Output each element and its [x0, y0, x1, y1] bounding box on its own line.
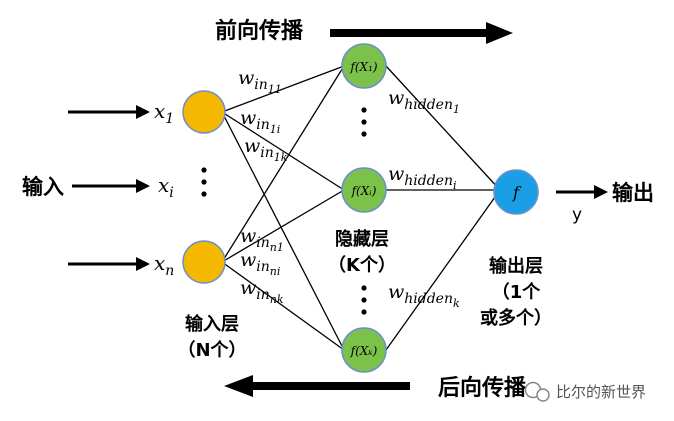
output-layer-label-2: （1个: [492, 281, 542, 303]
weight-hidden-1: whidden1: [388, 87, 460, 116]
weight-in-nk: winnk: [240, 277, 284, 306]
hidden-ellipsis-bottom: [361, 285, 367, 315]
output-node: [493, 169, 539, 215]
forward-arrow: [330, 22, 513, 44]
hidden-output-connections: [385, 65, 501, 351]
hidden-layer-label-2: （K个）: [328, 254, 396, 276]
hidden-ellipsis-top: [361, 107, 367, 137]
hidden-node-k: [341, 327, 387, 373]
input-text-label: 输入: [22, 175, 64, 199]
hidden-node-i-label: f(Xᵢ): [351, 184, 377, 198]
forward-label: 前向传播: [215, 18, 304, 44]
input-layer-label-1: 输入层: [185, 313, 239, 335]
input-arrow-1: [68, 105, 150, 119]
input-arrow-i: [72, 179, 150, 193]
input-hidden-connections: [221, 65, 345, 351]
weight-hidden-i: whiddeni: [388, 163, 457, 192]
hidden-layer-label-1: 隐藏层: [335, 229, 389, 250]
output-layer-label-3: 或多个）: [480, 307, 552, 329]
output-text-label: 输出: [612, 181, 654, 205]
input-var-i: xi: [158, 173, 174, 201]
weight-in-11: win11: [238, 67, 282, 96]
backward-arrow: [224, 375, 410, 397]
watermark-text: 比尔的新世界: [556, 383, 646, 401]
input-var-1: x1: [154, 99, 174, 127]
hidden-node-k-label: f(Xₖ): [350, 344, 378, 358]
input-arrow-n: [68, 257, 150, 271]
weight-in-1k: win1k: [244, 135, 288, 164]
output-layer-label-1: 输出层: [489, 255, 543, 277]
weight-in-ni: winni: [240, 249, 280, 278]
input-node-1: [182, 90, 226, 134]
hidden-node-i: [341, 167, 387, 213]
output-node-label: f: [512, 183, 522, 202]
output-arrow: [556, 185, 608, 199]
hidden-node-1-label: f(X₁): [349, 60, 377, 74]
output-variable: y: [572, 205, 582, 225]
backward-label: 后向传播: [438, 375, 527, 401]
wechat-icon: [524, 381, 550, 402]
input-var-n: xn: [154, 251, 174, 279]
input-node-n: [182, 240, 226, 284]
weight-in-1i: win1i: [240, 107, 280, 136]
input-layer-label-2: （N个）: [177, 339, 246, 361]
input-ellipsis: [201, 167, 207, 197]
weight-hidden-k: whiddenk: [388, 281, 460, 310]
weight-in-n1: winn1: [240, 225, 284, 254]
hidden-node-1: [341, 43, 387, 89]
